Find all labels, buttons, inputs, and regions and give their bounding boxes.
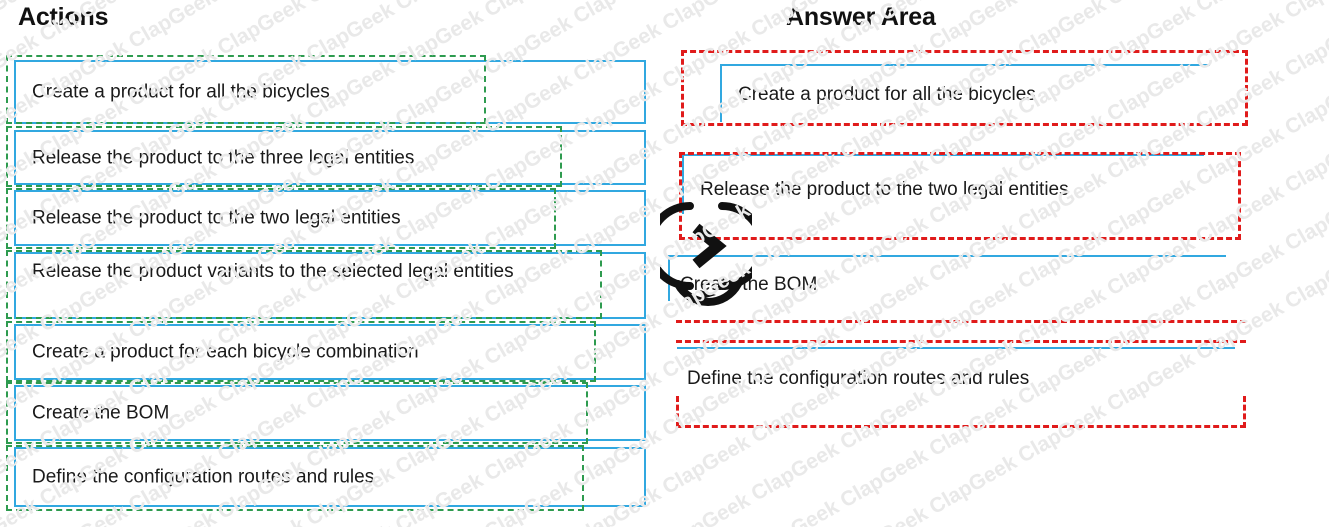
green-annotation-6 [6, 382, 588, 444]
answer-area-column-title: Answer Area [786, 3, 936, 31]
answer-slot-2-frame [682, 154, 1204, 214]
answer-slot-4-label: Define the configuration routes and rule… [687, 368, 1030, 389]
answer-slot-2-label: Release the product to the two legal ent… [700, 179, 1069, 200]
answer-slot-1-label: Create a product for all the bicycles [738, 84, 1036, 105]
action-tile-3[interactable]: Release the product to the two legal ent… [14, 190, 646, 246]
action-tile-6[interactable]: Create the BOM [14, 385, 646, 441]
action-tile-3-label: Release the product to the two legal ent… [32, 207, 401, 229]
green-annotation-5 [6, 321, 596, 382]
action-tile-2-label: Release the product to the three legal e… [32, 147, 415, 168]
answer-slot-3[interactable]: Create the BOM [668, 255, 1228, 315]
actions-column-title: Actions [18, 3, 109, 31]
green-annotation-3 [6, 188, 556, 249]
red-annotation-4 [676, 396, 1246, 428]
action-tile-1-label: Create a product for all the bicycles [32, 81, 330, 103]
answer-slot-4[interactable]: Define the configuration routes and rule… [677, 347, 1247, 407]
action-tile-4-label: Release the product variants to the sele… [32, 261, 514, 282]
answer-slot-2[interactable]: Release the product to the two legal ent… [682, 154, 1242, 222]
answer-slot-3-label: Create the BOM [680, 274, 818, 295]
red-annotation-3-top [676, 320, 1246, 323]
green-annotation-2 [6, 126, 562, 187]
action-tile-2[interactable]: Release the product to the three legal e… [14, 130, 646, 185]
green-annotation-7 [6, 445, 584, 511]
action-tile-5-label: Create a product for each bicycle combin… [32, 341, 419, 363]
action-tile-5[interactable]: Create a product for each bicycle combin… [14, 324, 646, 380]
red-annotation-3-bottom [676, 340, 1246, 343]
red-annotation-2 [679, 152, 1241, 240]
action-tile-7-label: Define the configuration routes and rule… [32, 466, 375, 488]
green-annotation-4 [6, 250, 602, 319]
answer-slot-1-frame [720, 64, 1210, 122]
action-tile-7[interactable]: Define the configuration routes and rule… [14, 447, 646, 507]
action-tile-6-label: Create the BOM [32, 402, 170, 424]
answer-slot-4-rule [677, 347, 1235, 349]
green-annotation-1 [6, 55, 486, 124]
red-annotation-1 [681, 50, 1248, 126]
answer-slot-1[interactable]: Create a product for all the bicycles [720, 64, 1230, 124]
